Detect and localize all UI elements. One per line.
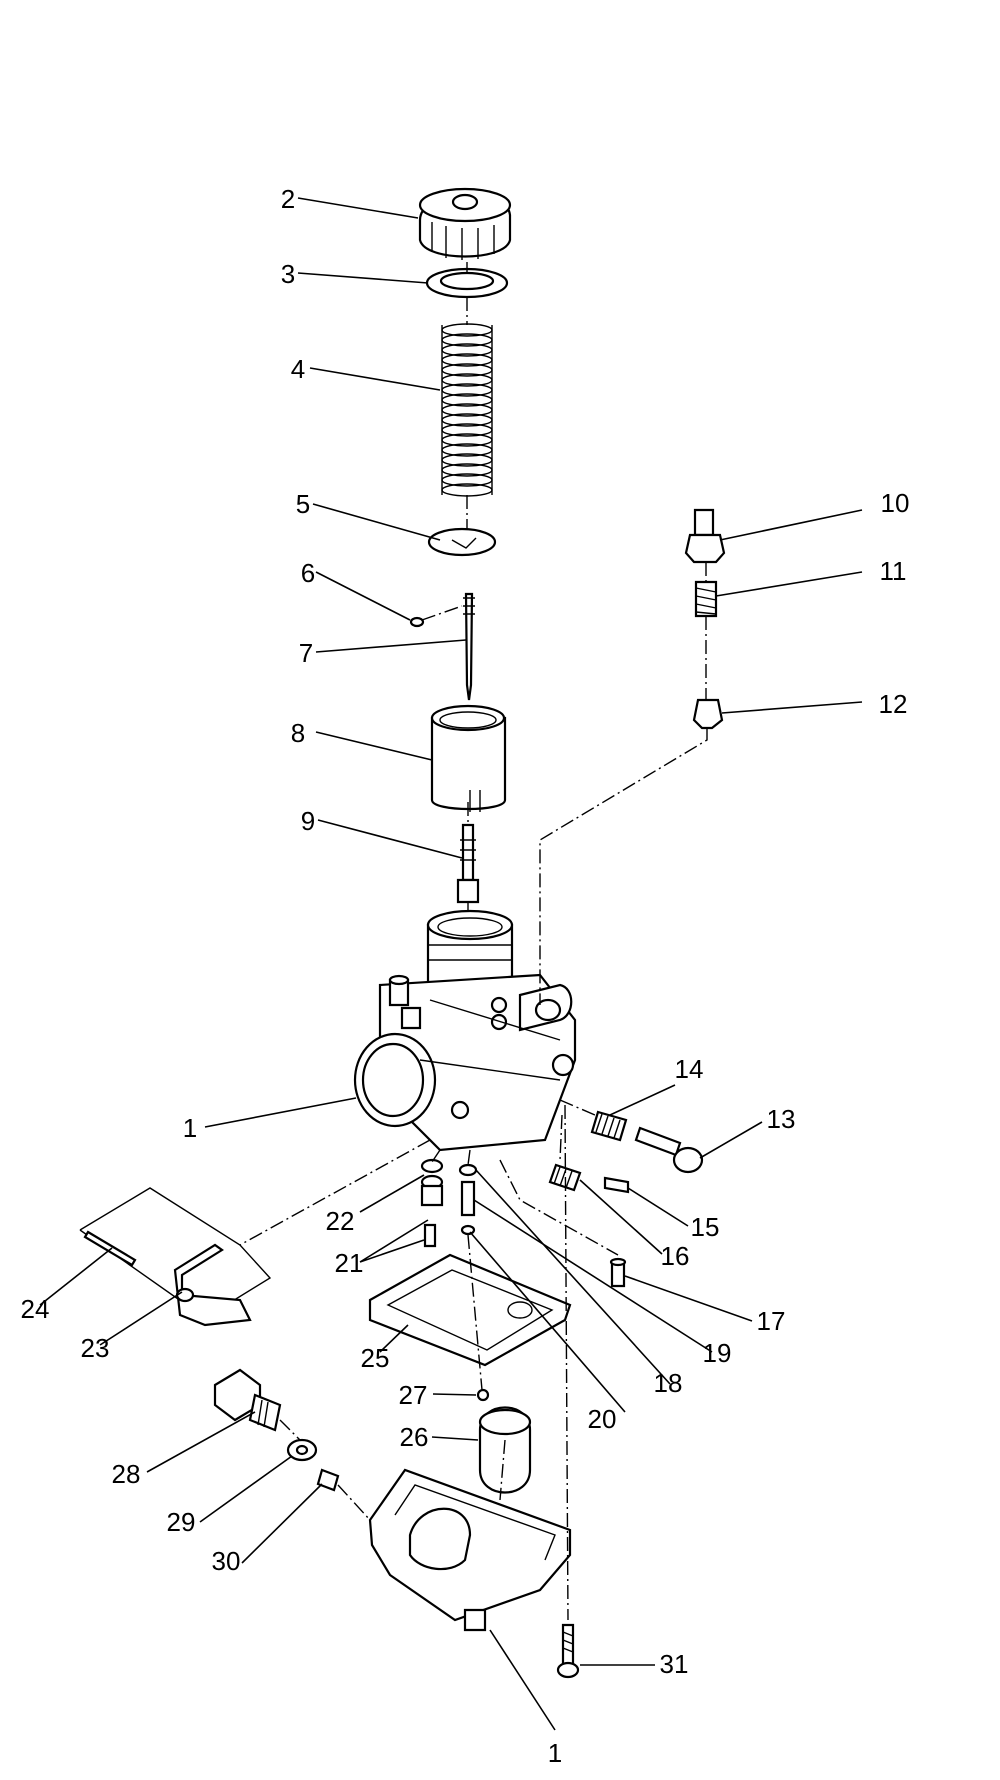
part-9-needle-jet bbox=[456, 823, 480, 904]
part-12-cable-end bbox=[692, 698, 724, 730]
part-8-throttle-slide bbox=[430, 704, 507, 812]
part-5-retainer-plate bbox=[427, 527, 497, 557]
part-14-spring bbox=[590, 1110, 628, 1142]
leader-lines bbox=[39, 197, 863, 1731]
part-28-drain-bolt bbox=[213, 1368, 282, 1432]
callout-29: 29 bbox=[167, 1507, 196, 1537]
callout-2: 2 bbox=[281, 184, 295, 214]
callout-13: 13 bbox=[767, 1104, 796, 1134]
part-13-pilot-screw bbox=[634, 1126, 704, 1174]
part-10-adjuster bbox=[684, 508, 726, 564]
part-25-gasket bbox=[368, 1253, 572, 1367]
spring-coil bbox=[441, 403, 493, 417]
callout-15: 15 bbox=[691, 1212, 720, 1242]
spring-coil bbox=[441, 393, 493, 407]
spring-coil bbox=[441, 333, 493, 347]
assembly-centerlines bbox=[239, 262, 708, 1621]
part-4-spring bbox=[441, 323, 493, 497]
callout-24: 24 bbox=[21, 1294, 50, 1324]
callout-7: 7 bbox=[299, 638, 313, 668]
spring-coil bbox=[441, 373, 493, 387]
callout-labels: 1 1 2 3 4 5 6 7 8 9 10 11 12 13 14 15 16… bbox=[21, 184, 910, 1768]
spring-coil bbox=[441, 453, 493, 467]
part-3-washer bbox=[425, 267, 509, 299]
callout-19: 19 bbox=[703, 1338, 732, 1368]
callout-8: 8 bbox=[291, 718, 305, 748]
callout-23: 23 bbox=[81, 1333, 110, 1363]
part-7-needle bbox=[463, 592, 475, 701]
spring-coil bbox=[441, 383, 493, 397]
callout-10: 10 bbox=[881, 488, 910, 518]
callout-14: 14 bbox=[675, 1054, 704, 1084]
part-15-jet bbox=[603, 1176, 630, 1194]
callout-21: 21 bbox=[335, 1248, 364, 1278]
part-26-float bbox=[478, 1406, 532, 1494]
callout-30: 30 bbox=[212, 1546, 241, 1576]
callout-17: 17 bbox=[757, 1306, 786, 1336]
part-11-small-spring bbox=[694, 580, 718, 618]
part-2-top-cap bbox=[418, 187, 512, 260]
callout-18: 18 bbox=[654, 1368, 683, 1398]
callout-1-body: 1 bbox=[183, 1113, 197, 1143]
callout-31: 31 bbox=[660, 1649, 689, 1679]
spring-coil bbox=[441, 433, 493, 447]
spring-coil bbox=[441, 443, 493, 457]
spring-coil bbox=[441, 413, 493, 427]
callout-27: 27 bbox=[399, 1380, 428, 1410]
callout-20: 20 bbox=[588, 1404, 617, 1434]
callout-28: 28 bbox=[112, 1459, 141, 1489]
part-1-carburetor-body bbox=[353, 909, 577, 1152]
callout-3: 3 bbox=[281, 259, 295, 289]
callout-26: 26 bbox=[400, 1422, 429, 1452]
part-17-plug bbox=[609, 1257, 627, 1288]
spring-coil bbox=[441, 423, 493, 437]
callout-4: 4 bbox=[291, 354, 305, 384]
part-6-clip bbox=[409, 616, 425, 628]
part-31-screw bbox=[556, 1623, 580, 1679]
callout-22: 22 bbox=[326, 1206, 355, 1236]
part-29-washer bbox=[286, 1438, 318, 1462]
part-18-19-20-jet-stack bbox=[458, 1163, 478, 1236]
part-21-22-pilot-jet bbox=[420, 1158, 444, 1248]
callout-12: 12 bbox=[879, 689, 908, 719]
part-30-jet bbox=[316, 1468, 340, 1492]
callout-25: 25 bbox=[361, 1343, 390, 1373]
callout-9: 9 bbox=[301, 806, 315, 836]
spring-coil bbox=[441, 473, 493, 487]
part-1-float-bowl bbox=[368, 1468, 572, 1632]
spring-coil bbox=[441, 353, 493, 367]
spring-coil bbox=[441, 463, 493, 477]
callout-5: 5 bbox=[296, 489, 310, 519]
spring-coil bbox=[441, 363, 493, 377]
callout-11: 11 bbox=[880, 556, 907, 586]
callout-1-bowl: 1 bbox=[548, 1738, 562, 1768]
part-23-24-float-pin bbox=[79, 1187, 272, 1327]
callout-16: 16 bbox=[661, 1241, 690, 1271]
spring-coil bbox=[441, 343, 493, 357]
callout-6: 6 bbox=[301, 558, 315, 588]
part-27-ball bbox=[476, 1388, 490, 1402]
